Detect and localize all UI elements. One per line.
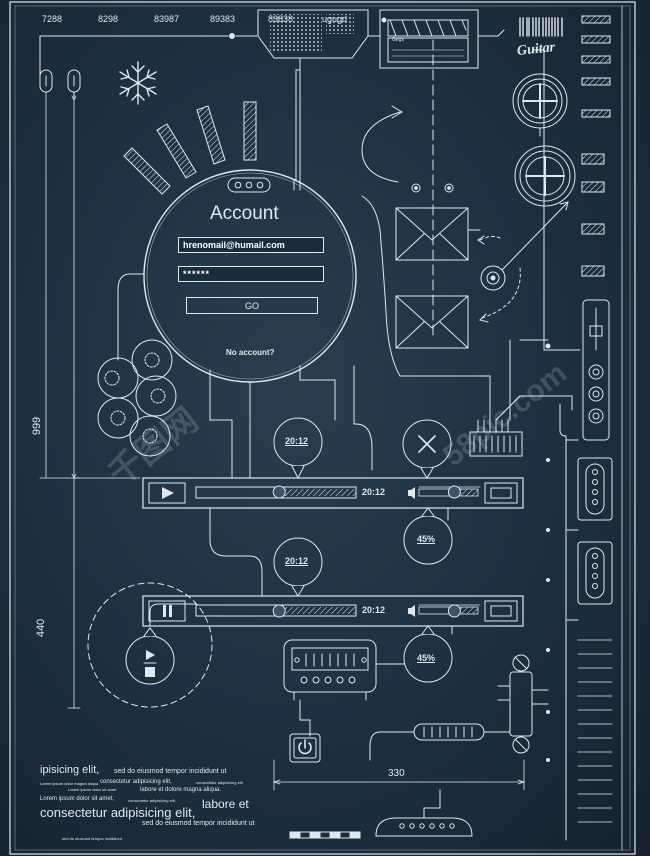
round-knob-top[interactable]	[512, 73, 568, 137]
lorem-line-5: consectetur adipisicing elit	[196, 780, 243, 785]
stop-icon[interactable]	[145, 667, 155, 677]
dimension-label-upper: 999	[31, 416, 44, 436]
hatched-indicator-column	[581, 15, 611, 277]
p2-fullscreen-button[interactable]	[485, 601, 517, 621]
dimension-horizontal	[272, 759, 526, 791]
connector-block	[469, 395, 573, 457]
top-number-6: ugugd	[322, 14, 348, 24]
lorem-line-4: consectetur adipisicing elit,	[100, 779, 172, 785]
p1-progress-fill	[281, 489, 356, 496]
p1-fullscreen-button[interactable]	[485, 483, 517, 503]
play-small-icon[interactable]	[146, 650, 155, 660]
pickup-bottom	[577, 541, 613, 605]
lorem-line-13: sed do eiusmod tempor incididunt	[62, 836, 122, 841]
snowflake-icon	[119, 61, 157, 105]
direction-dial[interactable]	[477, 201, 569, 323]
p2-progress-fill	[281, 607, 356, 614]
dotted-connector-box	[257, 9, 369, 59]
bridge-piece	[369, 723, 485, 761]
top-connector	[39, 35, 229, 81]
saddle-piece	[375, 789, 473, 837]
lorem-line-10: labore et	[202, 797, 249, 811]
vertical-slider[interactable]	[582, 299, 610, 441]
p1-speaker-icon[interactable]	[408, 487, 415, 499]
envelope-icon-2[interactable]	[395, 295, 469, 349]
pickup-top	[577, 457, 613, 521]
clapperboard-icon	[379, 9, 479, 69]
arc-arrow	[361, 111, 401, 183]
clapper-label: Gegs	[392, 37, 404, 43]
top-number-4: 89383	[210, 14, 236, 24]
p1-volume-fill	[456, 489, 478, 496]
top-number-2: 8298	[98, 14, 119, 24]
p2-volume-percent: 45%	[417, 653, 436, 663]
p2-volume-knob[interactable]	[447, 604, 461, 618]
p2-bubble-time: 20:12	[285, 556, 309, 566]
dimension-label-lower: 440	[35, 618, 48, 638]
email-field[interactable]	[178, 237, 324, 253]
p1-close-bubble[interactable]	[402, 419, 452, 479]
p2-speaker-icon[interactable]	[408, 605, 415, 617]
p1-time: 20:12	[362, 487, 386, 497]
p2-volume-bubble	[403, 625, 453, 683]
p1-time-bubble	[273, 417, 323, 480]
p1-volume-percent: 45%	[417, 534, 436, 544]
lorem-line-6: Lorem ipsum dolor sit amet	[68, 787, 117, 792]
p2-time: 20:12	[362, 605, 386, 615]
p2-pause-icon[interactable]	[163, 605, 172, 617]
level-bars	[123, 101, 257, 195]
lorem-line-9: consectetur adipisicing elit,	[128, 798, 176, 803]
outer-frame	[9, 1, 636, 855]
p1-progress-knob[interactable]	[272, 485, 286, 499]
top-number-5: 83838	[268, 14, 294, 24]
dimension-vertical	[39, 91, 81, 709]
p2-time-bubble	[273, 537, 323, 597]
no-account-link[interactable]: No account?	[226, 348, 275, 357]
lorem-line-1: ipisicing elit,	[40, 764, 100, 776]
password-field[interactable]	[178, 266, 324, 282]
scale-bar	[289, 831, 361, 839]
lorem-line-2: sed do eiusmod tempor incididunt ut	[114, 768, 227, 775]
tuning-peg	[497, 654, 549, 754]
p1-bubble-time: 20:12	[285, 436, 309, 446]
speaker-cluster	[97, 339, 177, 457]
p1-play-icon[interactable]	[162, 487, 174, 499]
dimension-label-bottom: 330	[388, 768, 405, 779]
account-title: Account	[210, 203, 279, 224]
barcode-icon	[519, 17, 563, 37]
lorem-line-7: labore et dolore magna aliqua.	[140, 787, 222, 793]
p1-volume-knob[interactable]	[447, 485, 461, 499]
p2-volume-fill	[456, 607, 478, 614]
round-knob-bottom[interactable]	[514, 145, 576, 207]
top-number-1: 7288	[42, 14, 63, 24]
envelope-icon-1[interactable]	[395, 207, 469, 261]
lorem-line-3: Lorem ipsum dolor magna aliqua	[40, 781, 99, 786]
lorem-line-12: sed do eiusmod tempor incididunt ut	[142, 820, 255, 827]
top-number-3: 83987	[154, 14, 180, 24]
account-panel	[143, 169, 357, 479]
amplifier-device	[283, 639, 377, 701]
lorem-line-11: consectetur adipisicing elit,	[40, 805, 196, 820]
round-media-control	[87, 582, 213, 708]
p1-volume-bubble	[403, 507, 453, 565]
lorem-line-8: Lorem ipsum dolor sit amet,	[40, 796, 115, 802]
go-button[interactable]: GO	[186, 297, 318, 314]
p2-progress-knob[interactable]	[272, 604, 286, 618]
power-button[interactable]	[289, 733, 321, 763]
